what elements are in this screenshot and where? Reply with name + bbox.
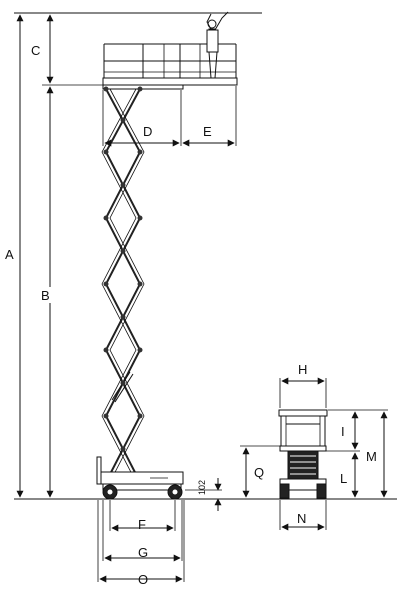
label-G: G <box>138 545 148 560</box>
front-platform <box>279 445 327 452</box>
wheel-rear <box>102 484 118 500</box>
label-Q: Q <box>254 465 264 480</box>
label-B: B <box>41 288 50 303</box>
platform-base <box>102 84 184 90</box>
label-N: N <box>297 511 306 526</box>
front-chassis <box>279 478 327 499</box>
label-O: O <box>138 572 148 587</box>
label-D: D <box>143 124 152 139</box>
guardrail <box>103 43 237 78</box>
label-L: L <box>340 471 347 486</box>
label-I: I <box>341 424 345 439</box>
scissor-arms <box>101 88 145 483</box>
front-scissor-stack <box>287 450 319 480</box>
label-C: C <box>31 43 40 58</box>
label-F: F <box>138 517 146 532</box>
label-A: A <box>5 247 14 262</box>
label-102: 102 <box>197 480 207 495</box>
label-H: H <box>298 362 307 377</box>
label-M: M <box>366 449 377 464</box>
front-view-lift <box>278 409 328 499</box>
chassis <box>96 456 184 491</box>
platform-deck <box>102 77 238 86</box>
person-figure <box>206 11 229 79</box>
wheel-front <box>167 484 183 500</box>
side-view-lift <box>96 11 238 500</box>
front-guardrail <box>278 409 328 447</box>
label-E: E <box>203 124 212 139</box>
